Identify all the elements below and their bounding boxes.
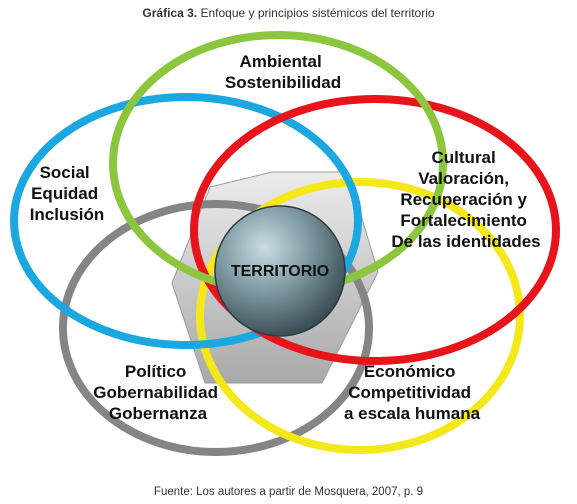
label-politico-line: Gobernanza [109, 404, 208, 423]
figure-source: Fuente: Los autores a partir de Mosquera… [153, 486, 424, 498]
label-ambiental-line: Sostenibilidad [225, 73, 341, 92]
label-cultural-line: Fortalecimiento [400, 211, 527, 230]
center-label: TERRITORIO [231, 263, 329, 280]
figure-title-prefix: Gráfica 3. [142, 6, 198, 20]
label-cultural-line: De las identidades [391, 232, 540, 251]
label-social-line: Inclusión [30, 205, 105, 224]
label-economico-line: Competitividad [348, 383, 471, 402]
ring-economico [196, 178, 524, 454]
label-cultural-line: Valoración, [418, 169, 509, 188]
figure-title: Gráfica 3. Enfoque y principios sistémic… [0, 6, 577, 20]
ring-cultural [190, 95, 560, 365]
figure-title-text: Enfoque y principios sistémicos del terr… [200, 6, 435, 20]
label-social: Social Equidad Inclusión [30, 163, 105, 224]
ring-social [10, 93, 362, 349]
label-ambiental: Ambiental Sostenibilidad [225, 52, 341, 92]
ring-politico [59, 200, 373, 456]
label-politico-line: Político [125, 362, 186, 381]
label-politico-line: Gobernabilidad [93, 383, 218, 402]
label-economico: Económico Competitividad a escala humana [344, 362, 481, 423]
label-social-line: Equidad [31, 184, 98, 203]
label-cultural-line: Recuperación y [400, 190, 527, 209]
label-economico-line: Económico [364, 362, 456, 381]
label-ambiental-line: Ambiental [240, 52, 322, 71]
label-cultural-line: Cultural [432, 148, 496, 167]
label-social-line: Social [40, 163, 90, 182]
label-cultural: Cultural Valoración, Recuperación y Fort… [391, 148, 540, 251]
label-politico: Político Gobernabilidad Gobernanza [93, 362, 222, 423]
territorio-sphere [214, 205, 346, 337]
label-economico-line: a escala humana [344, 404, 481, 423]
